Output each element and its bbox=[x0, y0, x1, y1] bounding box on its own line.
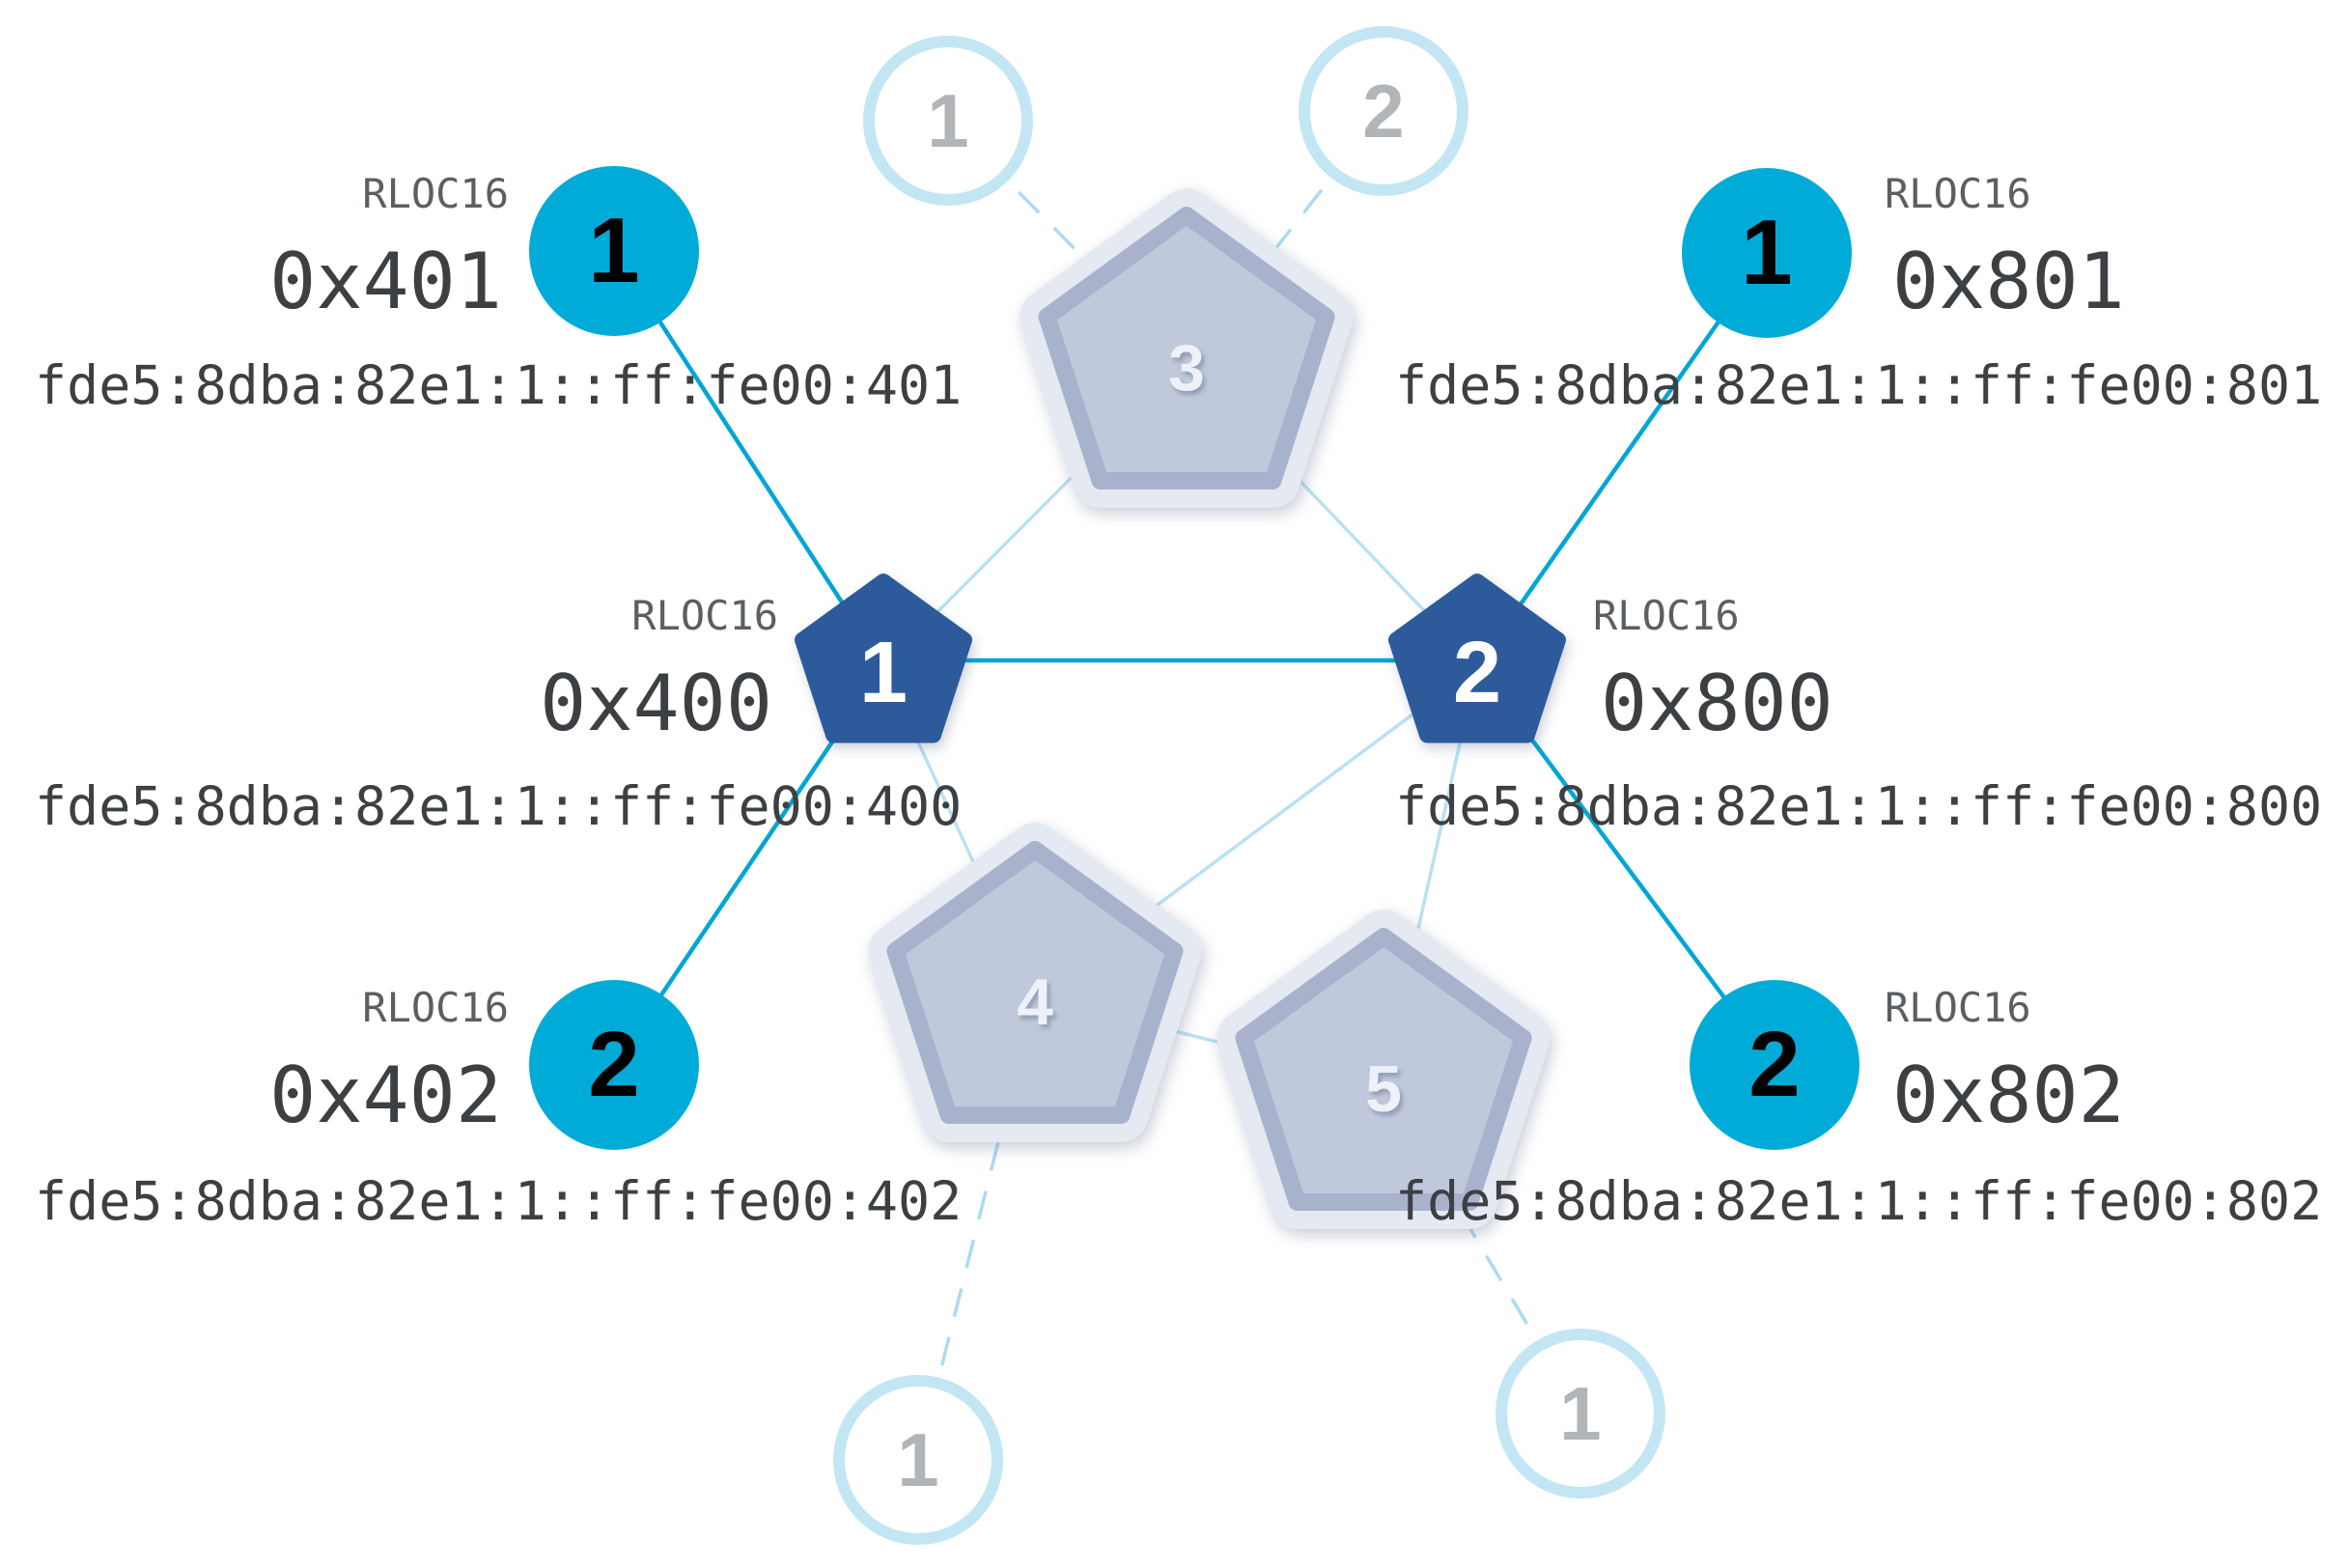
node-number: 1 bbox=[1741, 201, 1793, 304]
rloc16-value: 0x802 bbox=[1892, 1050, 2125, 1140]
rloc16-value: 0x401 bbox=[269, 237, 502, 326]
node-number: 3 bbox=[1168, 331, 1205, 405]
node-number: 2 bbox=[1452, 625, 1502, 721]
rloc16-value: 0x800 bbox=[1601, 658, 1833, 748]
node-number: 2 bbox=[1362, 69, 1405, 154]
child-node-801: 1 bbox=[1682, 168, 1852, 338]
node-number: 5 bbox=[1365, 1052, 1402, 1126]
faded-child-node-top-left: 1 bbox=[863, 36, 1033, 206]
ipv6-address: fde5:8dba:82e1:1::ff:fe00:401 bbox=[35, 354, 963, 416]
node-number: 2 bbox=[588, 1013, 640, 1116]
pentagon-shape bbox=[1216, 910, 1551, 1229]
rloc16-caption: RLOC16 bbox=[1885, 984, 2031, 1031]
router-node-1: 1 bbox=[777, 560, 990, 772]
child-node-402: 2 bbox=[529, 980, 699, 1150]
pentagon-shape bbox=[1020, 188, 1354, 508]
faded-router-node-5: 5 bbox=[1216, 910, 1551, 1229]
rloc16-caption: RLOC16 bbox=[362, 984, 509, 1031]
rloc16-caption: RLOC16 bbox=[631, 592, 778, 639]
rloc16-value: 0x400 bbox=[540, 658, 772, 748]
rloc16-value: 0x402 bbox=[269, 1050, 502, 1140]
faded-child-node-bottom-left: 1 bbox=[833, 1375, 1003, 1545]
pentagon-shape bbox=[1388, 574, 1566, 743]
rloc16-caption: RLOC16 bbox=[1885, 170, 2031, 217]
node-number: 1 bbox=[1559, 1371, 1602, 1456]
node-number: 1 bbox=[858, 625, 908, 721]
ipv6-address: fde5:8dba:82e1:1::ff:fe00:400 bbox=[35, 775, 963, 837]
node-number: 4 bbox=[1017, 966, 1053, 1039]
ipv6-address: fde5:8dba:82e1:1::ff:fe00:802 bbox=[1395, 1170, 2323, 1232]
faded-router-node-4: 4 bbox=[868, 823, 1202, 1142]
pentagon-shape bbox=[795, 574, 972, 743]
rloc16-caption: RLOC16 bbox=[1593, 592, 1740, 639]
ipv6-address: fde5:8dba:82e1:1::ff:fe00:801 bbox=[1395, 354, 2323, 416]
pentagon-shape bbox=[868, 823, 1202, 1142]
node-number: 1 bbox=[897, 1417, 939, 1502]
rloc16-caption: RLOC16 bbox=[362, 170, 509, 217]
node-number: 1 bbox=[588, 199, 640, 302]
rloc16-value: 0x801 bbox=[1892, 237, 2125, 326]
ipv6-address: fde5:8dba:82e1:1::ff:fe00:800 bbox=[1395, 775, 2323, 837]
child-node-802: 2 bbox=[1690, 980, 1859, 1150]
node-number: 1 bbox=[927, 78, 969, 163]
faded-child-node-top-right: 2 bbox=[1299, 26, 1468, 196]
node-number: 2 bbox=[1748, 1013, 1801, 1116]
faded-child-node-bottom-right: 1 bbox=[1495, 1329, 1665, 1498]
router-node-2: 2 bbox=[1371, 560, 1583, 772]
child-node-401: 1 bbox=[529, 166, 699, 336]
ipv6-address: fde5:8dba:82e1:1::ff:fe00:402 bbox=[35, 1170, 963, 1232]
faded-router-node-3: 3 bbox=[1020, 188, 1354, 508]
